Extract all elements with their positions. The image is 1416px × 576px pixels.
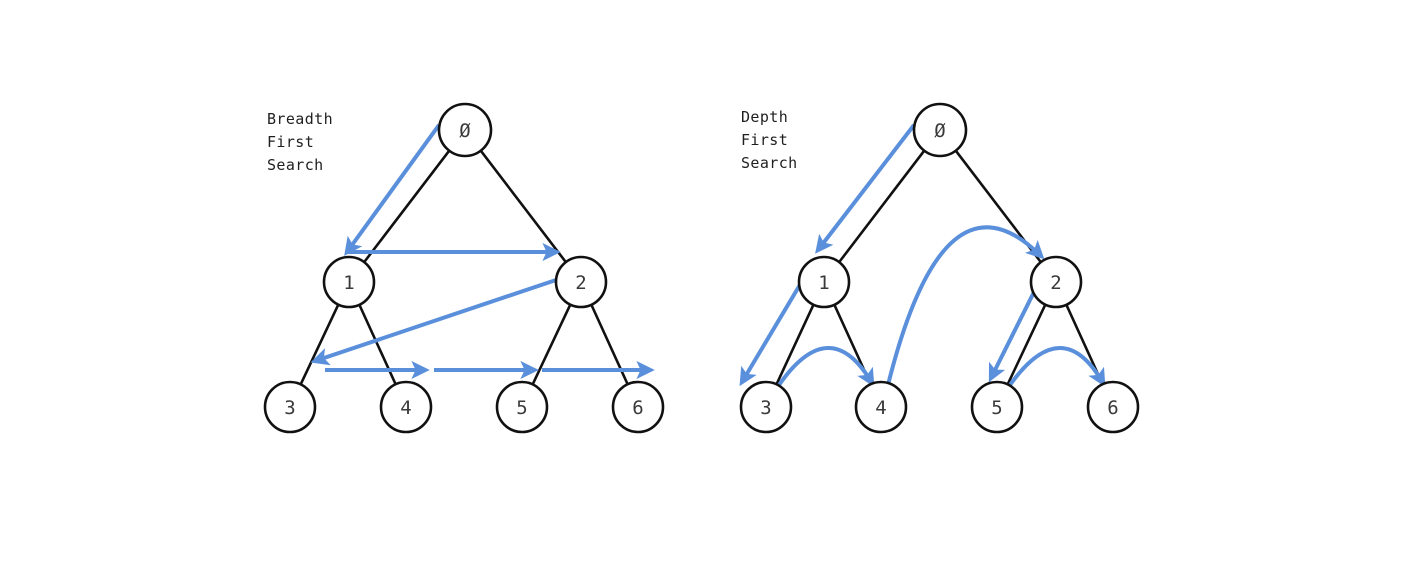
- tree-edge-n2-n5: [531, 303, 572, 386]
- arrow-0-to-1: [815, 123, 916, 254]
- node-bfs-6[interactable]: 6: [611, 380, 665, 434]
- node-label: 6: [1107, 397, 1118, 419]
- node-dfs-Ø[interactable]: Ø: [912, 102, 968, 158]
- tree-edge-n0-n2: [479, 149, 568, 264]
- node-label: 6: [632, 397, 643, 419]
- node-label: Ø: [459, 120, 471, 142]
- node-dfs-1[interactable]: 1: [797, 255, 851, 309]
- arrow-0-to-1: [344, 123, 441, 256]
- title-line: Search: [741, 154, 798, 172]
- node-circle: [739, 380, 793, 434]
- node-label: 1: [818, 272, 829, 294]
- node-label: 3: [284, 397, 295, 419]
- node-label: 5: [991, 397, 1002, 419]
- title-line: First: [741, 131, 788, 149]
- node-bfs-Ø[interactable]: Ø: [437, 102, 493, 158]
- node-label: 1: [343, 272, 354, 294]
- node-circle: [970, 380, 1024, 434]
- node-bfs-5[interactable]: 5: [495, 380, 549, 434]
- node-dfs-2[interactable]: 2: [1029, 255, 1083, 309]
- node-circle: [322, 255, 376, 309]
- node-circle: [1086, 380, 1140, 434]
- node-label: 2: [575, 272, 586, 294]
- node-circle: [611, 380, 665, 434]
- title-line: Search: [267, 156, 324, 174]
- node-bfs-4[interactable]: 4: [379, 380, 433, 434]
- node-circle: [263, 380, 317, 434]
- node-label: 2: [1050, 272, 1061, 294]
- arrow-4-to-2: [886, 225, 1045, 387]
- node-circle: [797, 255, 851, 309]
- node-label: 3: [760, 397, 771, 419]
- tree-edge-n0-n1: [837, 149, 926, 264]
- node-circle: [912, 102, 968, 158]
- node-circle: [854, 380, 908, 434]
- arrow-3-to-4: [777, 346, 875, 388]
- arrow-5-to-6: [1008, 346, 1106, 388]
- arrow-1-to-3: [739, 276, 806, 387]
- node-dfs-3[interactable]: 3: [739, 380, 793, 434]
- tree-edge-n2-n6: [590, 303, 629, 386]
- node-circle: [554, 255, 608, 309]
- title-line: Breadth: [267, 110, 333, 128]
- tree-edge-n0-n1: [362, 149, 451, 264]
- tree-edge-n1-n3: [775, 303, 815, 386]
- node-bfs-3[interactable]: 3: [263, 380, 317, 434]
- node-circle: [437, 102, 493, 158]
- node-circle: [495, 380, 549, 434]
- node-circle: [379, 380, 433, 434]
- node-bfs-1[interactable]: 1: [322, 255, 376, 309]
- title-line: Depth: [741, 108, 788, 126]
- tree-edge-n1-n3: [299, 303, 340, 386]
- node-label: 5: [516, 397, 527, 419]
- node-dfs-6[interactable]: 6: [1086, 380, 1140, 434]
- tree-edge-n2-n5: [1006, 303, 1047, 386]
- node-dfs-5[interactable]: 5: [970, 380, 1024, 434]
- node-label: Ø: [934, 120, 946, 142]
- node-dfs-4[interactable]: 4: [854, 380, 908, 434]
- arrow-2-to-5: [988, 279, 1042, 383]
- node-label: 4: [875, 397, 886, 419]
- node-bfs-2[interactable]: 2: [554, 255, 608, 309]
- node-circle: [1029, 255, 1083, 309]
- node-label: 4: [400, 397, 411, 419]
- title-line: First: [267, 133, 314, 151]
- arrow-2-to-3: [310, 278, 557, 366]
